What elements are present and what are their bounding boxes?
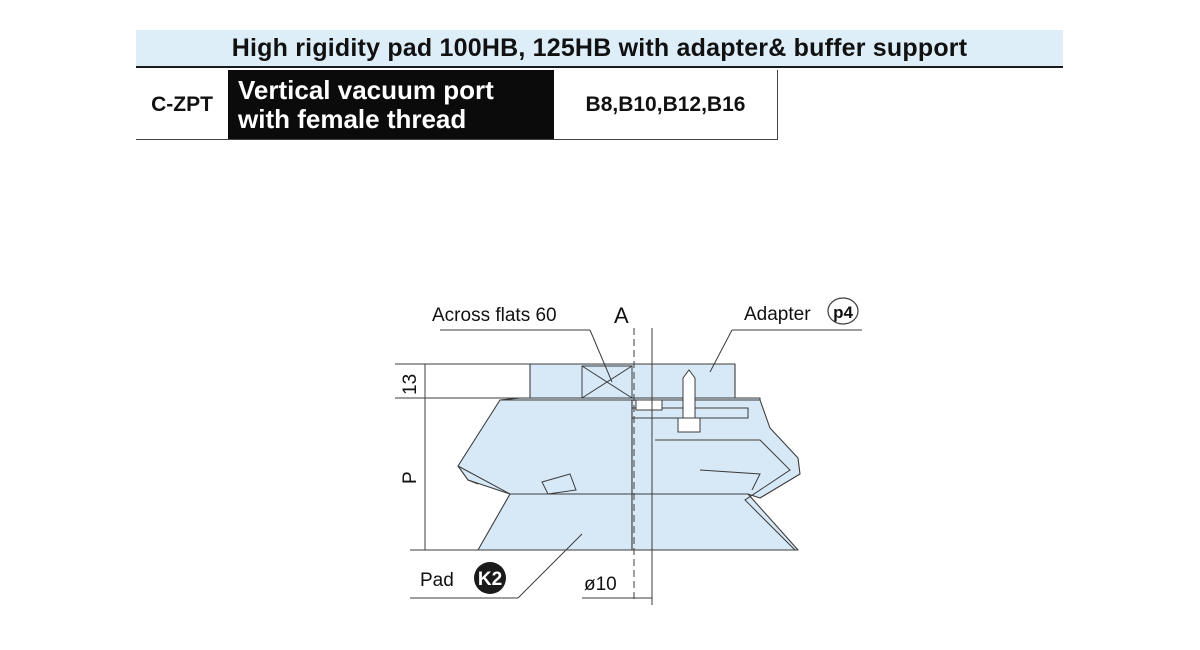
pad-label: Pad [420,570,454,591]
page-title: High rigidity pad 100HB, 125HB with adap… [136,30,1063,68]
pad-lower-body [477,493,633,551]
pad-inner-wall [655,439,796,551]
pad-edge-left [457,465,632,495]
diameter-label: ø10 [584,574,617,595]
pad-groove [541,473,577,495]
hex-box [581,365,633,399]
leader-pad-2 [517,533,583,599]
dim-13-label: 13 [400,374,421,395]
adapter-ref-text: p4 [833,303,853,322]
leader-across-flats-2 [589,329,613,383]
across-flats-label: Across flats 60 [432,305,557,326]
pad-rim [467,479,479,485]
section-mark-label: A [614,303,629,328]
model-description: Vertical vacuum port with female thread [228,70,554,139]
pad-lower-right [631,493,799,551]
dim-p-label: P [400,471,421,484]
pad-ref-text: K2 [478,569,502,590]
hex-cross-2 [581,365,633,399]
description-line-1: Vertical vacuum port [238,75,494,105]
model-code: C-ZPT [151,92,213,116]
pad-upper-right [631,399,801,499]
pad-inner-wall-2 [699,469,761,491]
pad-ref-badge: K2 [474,562,506,594]
leader-adapter-2 [709,329,733,373]
spec-row: C-ZPT Vertical vacuum port with female t… [136,70,778,140]
description-line-2: with female thread [238,104,467,134]
model-sizes: B8,B10,B12,B16 [554,70,778,139]
adapter-ref-badge: p4 [827,297,859,325]
adapter-screw [635,369,701,433]
adapter-label: Adapter [744,304,811,325]
